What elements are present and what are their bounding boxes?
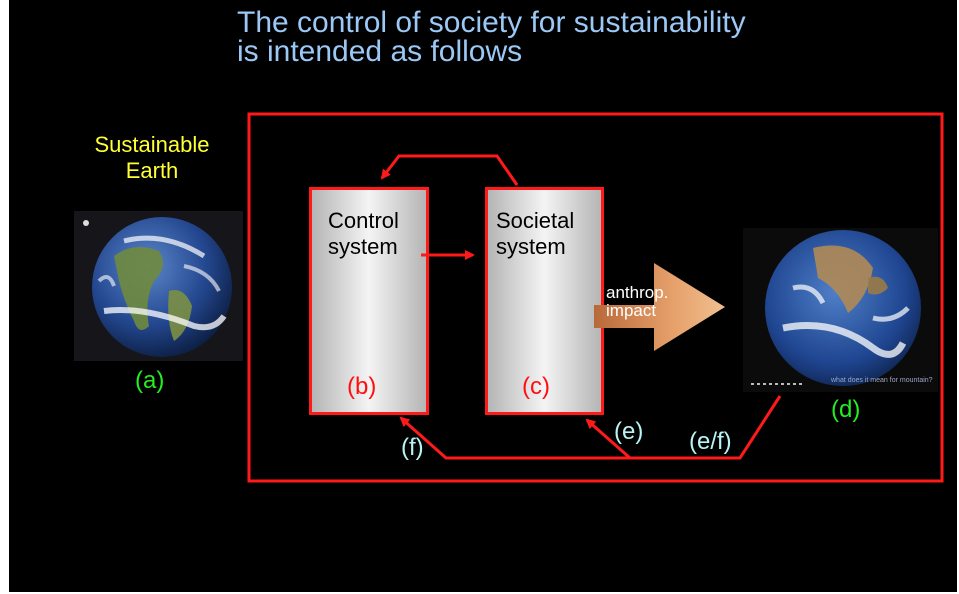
slide-title: The control of society for sustainabilit… (237, 6, 746, 68)
label-a: (a) (135, 367, 165, 394)
sustainability-frame (247, 112, 944, 483)
label-f: (f) (401, 434, 424, 461)
caption-line-1: Sustainable (94, 132, 210, 157)
societal-line-1: Societal (496, 208, 575, 233)
label-e-f: (e/f) (689, 428, 732, 455)
earth-globe-icon-2 (751, 230, 921, 386)
control-system-box: Control system (309, 187, 429, 415)
label-e: (e) (614, 418, 644, 445)
feedback-arrow-e (585, 418, 631, 460)
label-d: (d) (831, 396, 861, 423)
caption-line-2: Earth (125, 158, 179, 183)
control-line-2: system (328, 234, 398, 259)
label-b: (b) (347, 373, 377, 400)
societal-line-2: system (496, 234, 566, 259)
sustainable-earth-caption: Sustainable Earth (77, 132, 227, 184)
control-line-1: Control (328, 208, 399, 233)
anthrop-impact-arrow (594, 263, 725, 351)
earth-globe-icon (83, 217, 232, 357)
control-system-title: Control system (328, 208, 399, 260)
slide: The control of society for sustainabilit… (9, 0, 957, 592)
impact-line-2: impact (606, 301, 657, 320)
earth-photo-d: what does it mean for mountain? (743, 228, 938, 392)
impact-line-1: anthrop. (606, 283, 669, 302)
earth-photo-a (74, 211, 243, 361)
title-line-1: The control of society for sustainabilit… (237, 6, 746, 39)
feedback-arrow-f (399, 395, 782, 460)
label-c: (c) (522, 373, 550, 400)
diagram-connectors (247, 112, 944, 483)
feedback-arrow-top (380, 154, 519, 186)
title-line-2: is intended as follows (237, 35, 523, 68)
anthrop-impact-label: anthrop. impact (606, 284, 668, 320)
societal-system-title: Societal system (496, 208, 574, 260)
photo-footer-text: what does it mean for mountain? (831, 377, 933, 384)
societal-system-box: Societal system (485, 187, 604, 415)
